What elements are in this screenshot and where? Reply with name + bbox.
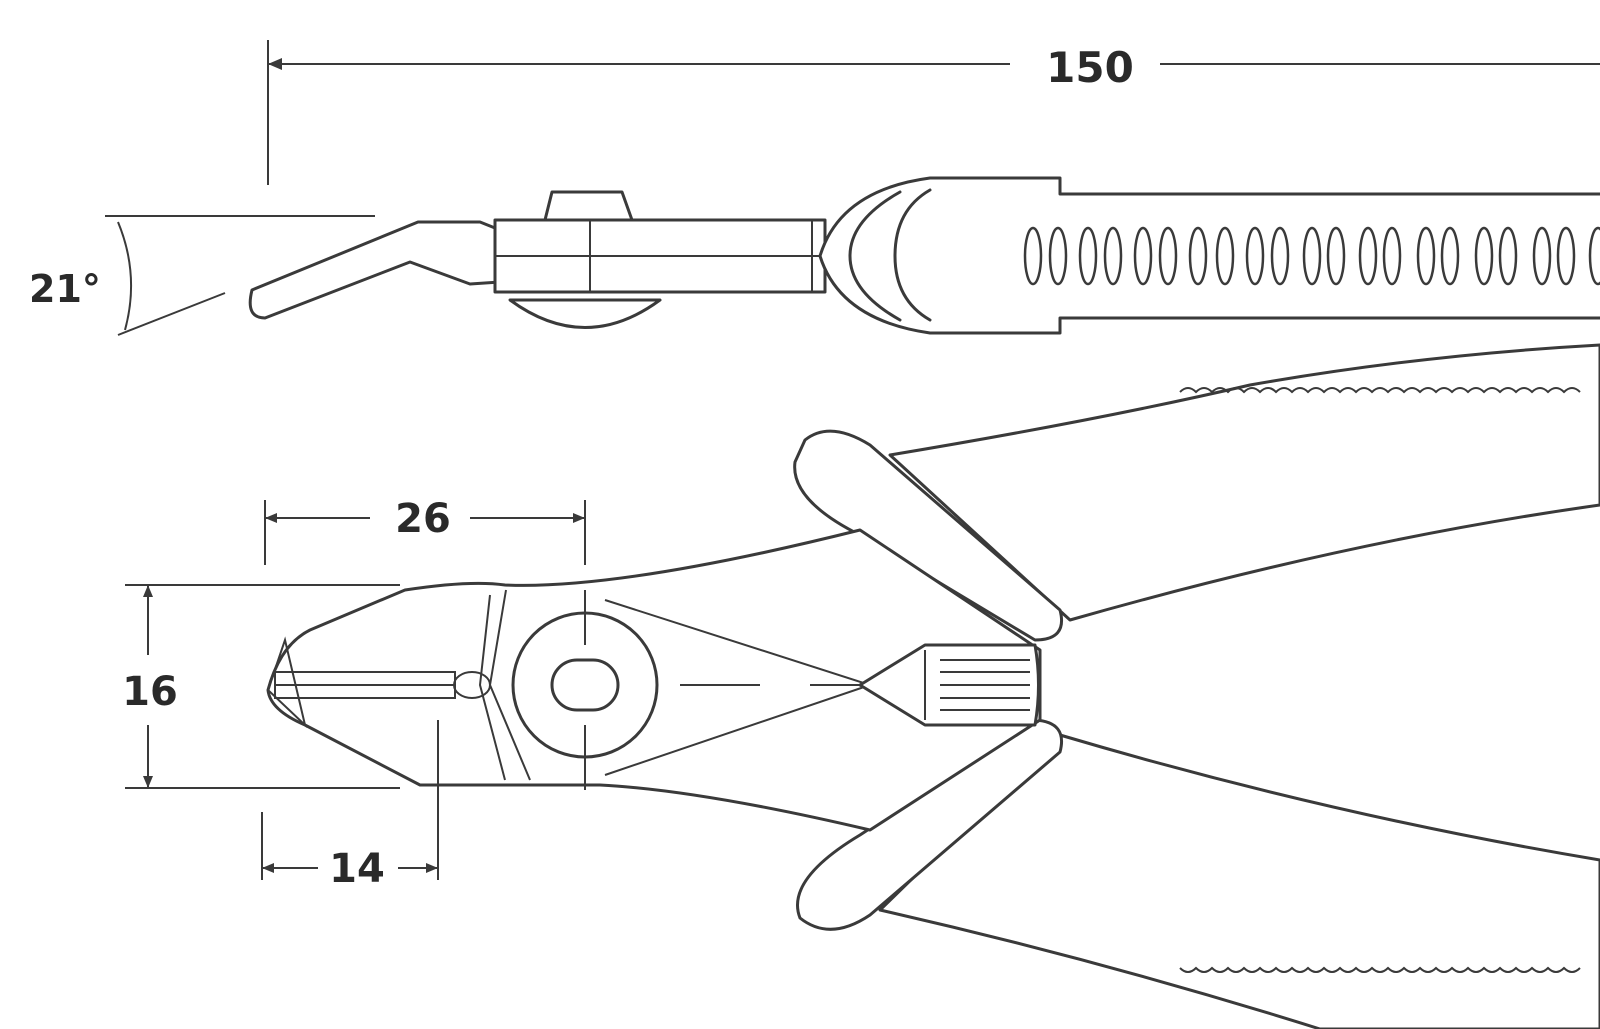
head-length-dimension: 26 (264, 496, 586, 565)
side-view: 150 21° (29, 40, 1600, 336)
pivot-rivet (550, 658, 620, 712)
lower-finger-guard (796, 718, 1063, 931)
angle-dimension: 21° (29, 215, 375, 336)
overall-length-label: 150 (1046, 43, 1134, 92)
side-nose (248, 220, 502, 320)
side-handle-curve-inner (893, 188, 932, 322)
head-height-label: 16 (122, 669, 178, 715)
jaw-edge-2 (478, 594, 506, 781)
lower-grip-wave (1179, 966, 1581, 973)
angle-arc (117, 221, 133, 331)
upper-handle (888, 343, 1600, 622)
angle-ref-line-lower (117, 292, 226, 336)
side-handle-sleeve (818, 176, 1600, 335)
overall-length-dimension: 150 (267, 40, 1600, 185)
jaw-edge-1 (488, 589, 531, 781)
jaw-length-dimension: 14 (261, 720, 439, 892)
head-length-label: 26 (395, 496, 451, 542)
jaw-tip (266, 636, 307, 729)
spring-coils (924, 650, 1030, 720)
side-joint-bottom (508, 298, 662, 329)
grip-ridges (1023, 226, 1600, 286)
angle-label: 21° (29, 267, 101, 311)
arrow-head (268, 58, 282, 70)
jaw-length-label: 14 (329, 846, 385, 892)
upper-grip-wave (1179, 387, 1581, 394)
side-joint-top (543, 190, 634, 222)
plan-view: 26 16 14 (122, 343, 1600, 1029)
side-handle-curve (848, 190, 902, 322)
head-height-dimension: 16 (122, 584, 400, 789)
lower-handle (878, 733, 1600, 1029)
upper-finger-guard (793, 429, 1063, 642)
